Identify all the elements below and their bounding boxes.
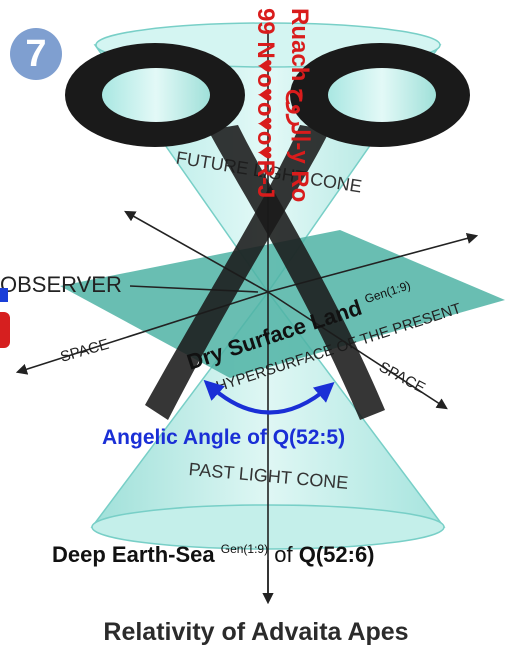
hypersurface-plane: [60, 230, 505, 378]
angelic-angle-label: Angelic Angle of Q(52:5): [102, 426, 345, 449]
red-edge-marker: [0, 312, 10, 348]
scissors-left-handle-hole: [102, 68, 210, 122]
deep-earth-sea-of: of: [274, 542, 298, 567]
number-badge: 7: [10, 28, 62, 80]
space-left-label: SPACE: [58, 336, 111, 366]
deep-earth-sea-superscript: Gen(1:9): [221, 542, 268, 556]
vertical-red-text-2: Ruach الروح-y Ro: [285, 8, 313, 202]
scissors-icon: [65, 43, 470, 420]
scissors-right-handle-hole: [328, 68, 436, 122]
space-right-label: SPACE: [376, 359, 428, 397]
deep-earth-sea-ref: Q(52:6): [299, 542, 375, 567]
deep-earth-sea-text: Deep Earth-Sea: [52, 542, 215, 567]
deep-earth-sea-label: Deep Earth-Sea Gen(1:9) of Q(52:6): [52, 533, 375, 567]
vertical-red-text-1: 99 N♥o♥o♥o♥R-J: [252, 8, 279, 198]
blue-edge-marker: [0, 288, 8, 302]
observer-label: OBSERVER: [0, 272, 122, 297]
angelic-angle-arc: [203, 379, 335, 415]
caption: Relativity of Advaita Apes: [103, 618, 409, 646]
